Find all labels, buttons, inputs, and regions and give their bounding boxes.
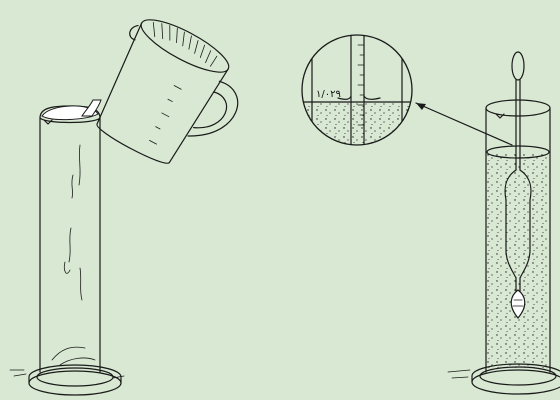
hydrometer-reading-label: ۱/۰۲۹	[316, 89, 341, 100]
magnifier-callout: ۱/۰۲۹	[301, 34, 413, 146]
right-graduated-cylinder	[447, 99, 560, 395]
hydrometer	[504, 51, 532, 319]
callout-arrow	[415, 102, 513, 146]
left-graduated-cylinder	[9, 105, 125, 396]
pouring-stream	[81, 99, 102, 117]
pouring-beaker	[96, 19, 239, 164]
